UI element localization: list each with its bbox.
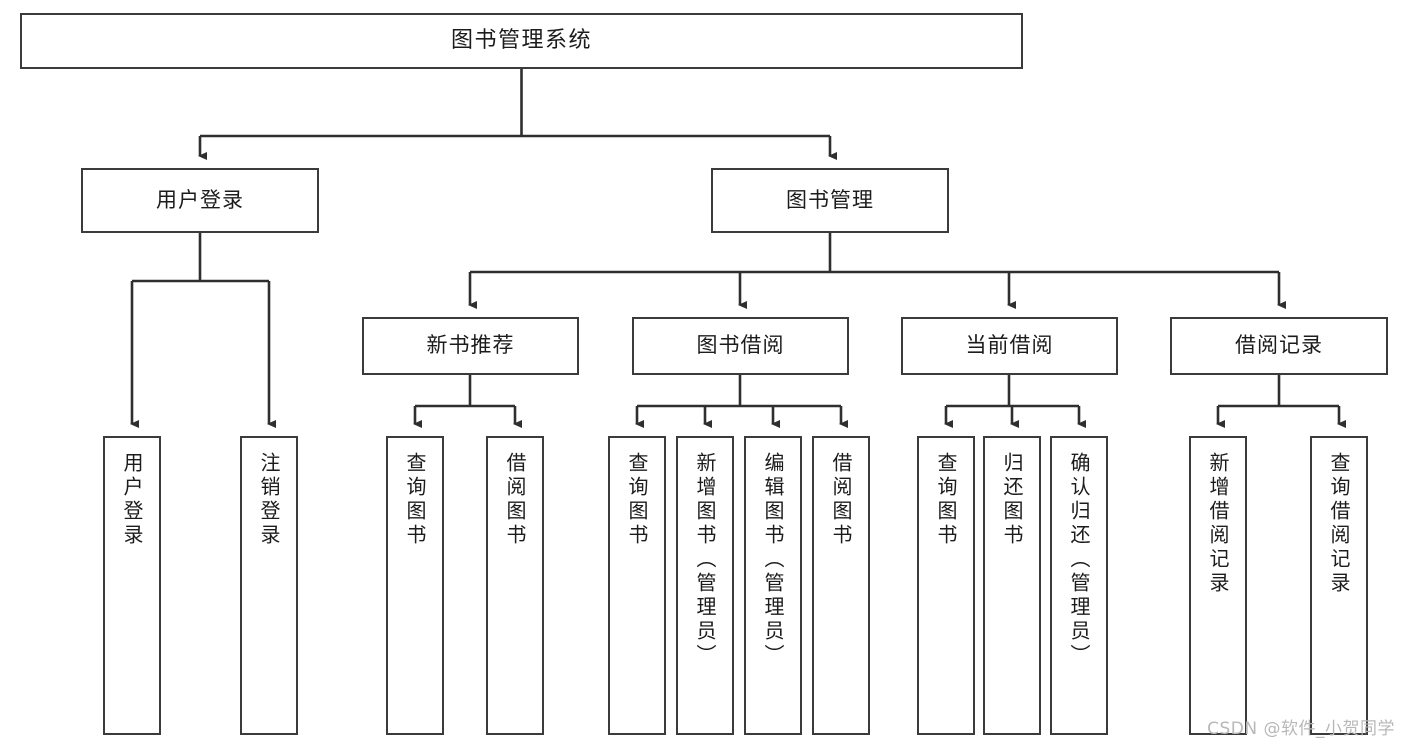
node-user-login[interactable]: 用户登录 [81, 168, 319, 233]
node-root-system[interactable]: 图书管理系统 [20, 13, 1023, 69]
node-leaf-borrow-book-2-label: 借阅图书 [829, 452, 853, 548]
node-leaf-confirm-return[interactable]: 确认归还（管理员） [1050, 436, 1108, 735]
node-current-borrow-label: 当前借阅 [965, 333, 1054, 358]
node-leaf-add-record[interactable]: 新增借阅记录 [1189, 436, 1247, 735]
node-leaf-query-record[interactable]: 查询借阅记录 [1310, 436, 1368, 735]
node-leaf-query-book-1[interactable]: 查询图书 [386, 436, 444, 735]
node-book-manage[interactable]: 图书管理 [711, 168, 949, 233]
node-leaf-logout-label: 注销登录 [257, 452, 281, 548]
node-leaf-query-book-1-label: 查询图书 [403, 452, 427, 548]
node-new-book-recommend[interactable]: 新书推荐 [362, 317, 579, 375]
node-leaf-add-book[interactable]: 新增图书（管理员） [676, 436, 734, 735]
node-leaf-borrow-book-1[interactable]: 借阅图书 [486, 436, 544, 735]
node-book-borrow[interactable]: 图书借阅 [632, 317, 849, 375]
node-leaf-query-book-2-label: 查询图书 [625, 452, 649, 548]
node-leaf-logout[interactable]: 注销登录 [240, 436, 298, 735]
node-leaf-confirm-return-label: 确认归还（管理员） [1067, 452, 1091, 668]
node-leaf-edit-book-label: 编辑图书（管理员） [761, 452, 785, 668]
node-new-book-recommend-label: 新书推荐 [426, 333, 515, 358]
node-leaf-add-book-label: 新增图书（管理员） [693, 452, 717, 668]
node-book-borrow-label: 图书借阅 [696, 333, 785, 358]
node-book-manage-label: 图书管理 [786, 187, 874, 212]
node-leaf-add-record-label: 新增借阅记录 [1206, 452, 1230, 596]
node-leaf-query-book-2[interactable]: 查询图书 [608, 436, 666, 735]
node-leaf-query-book-3-label: 查询图书 [934, 452, 958, 548]
node-current-borrow[interactable]: 当前借阅 [901, 317, 1118, 375]
node-leaf-query-record-label: 查询借阅记录 [1327, 452, 1351, 596]
node-leaf-query-book-3[interactable]: 查询图书 [917, 436, 975, 735]
node-leaf-return-book[interactable]: 归还图书 [983, 436, 1041, 735]
node-leaf-borrow-book-1-label: 借阅图书 [503, 452, 527, 548]
node-leaf-user-login[interactable]: 用户登录 [103, 436, 161, 735]
node-leaf-borrow-book-2[interactable]: 借阅图书 [812, 436, 870, 735]
node-borrow-record-label: 借阅记录 [1235, 333, 1323, 358]
node-borrow-record[interactable]: 借阅记录 [1170, 317, 1388, 375]
node-leaf-user-login-label: 用户登录 [120, 452, 144, 548]
node-user-login-label: 用户登录 [156, 187, 244, 212]
node-root-system-label: 图书管理系统 [450, 27, 592, 53]
node-leaf-return-book-label: 归还图书 [1000, 452, 1024, 548]
node-leaf-edit-book[interactable]: 编辑图书（管理员） [744, 436, 802, 735]
